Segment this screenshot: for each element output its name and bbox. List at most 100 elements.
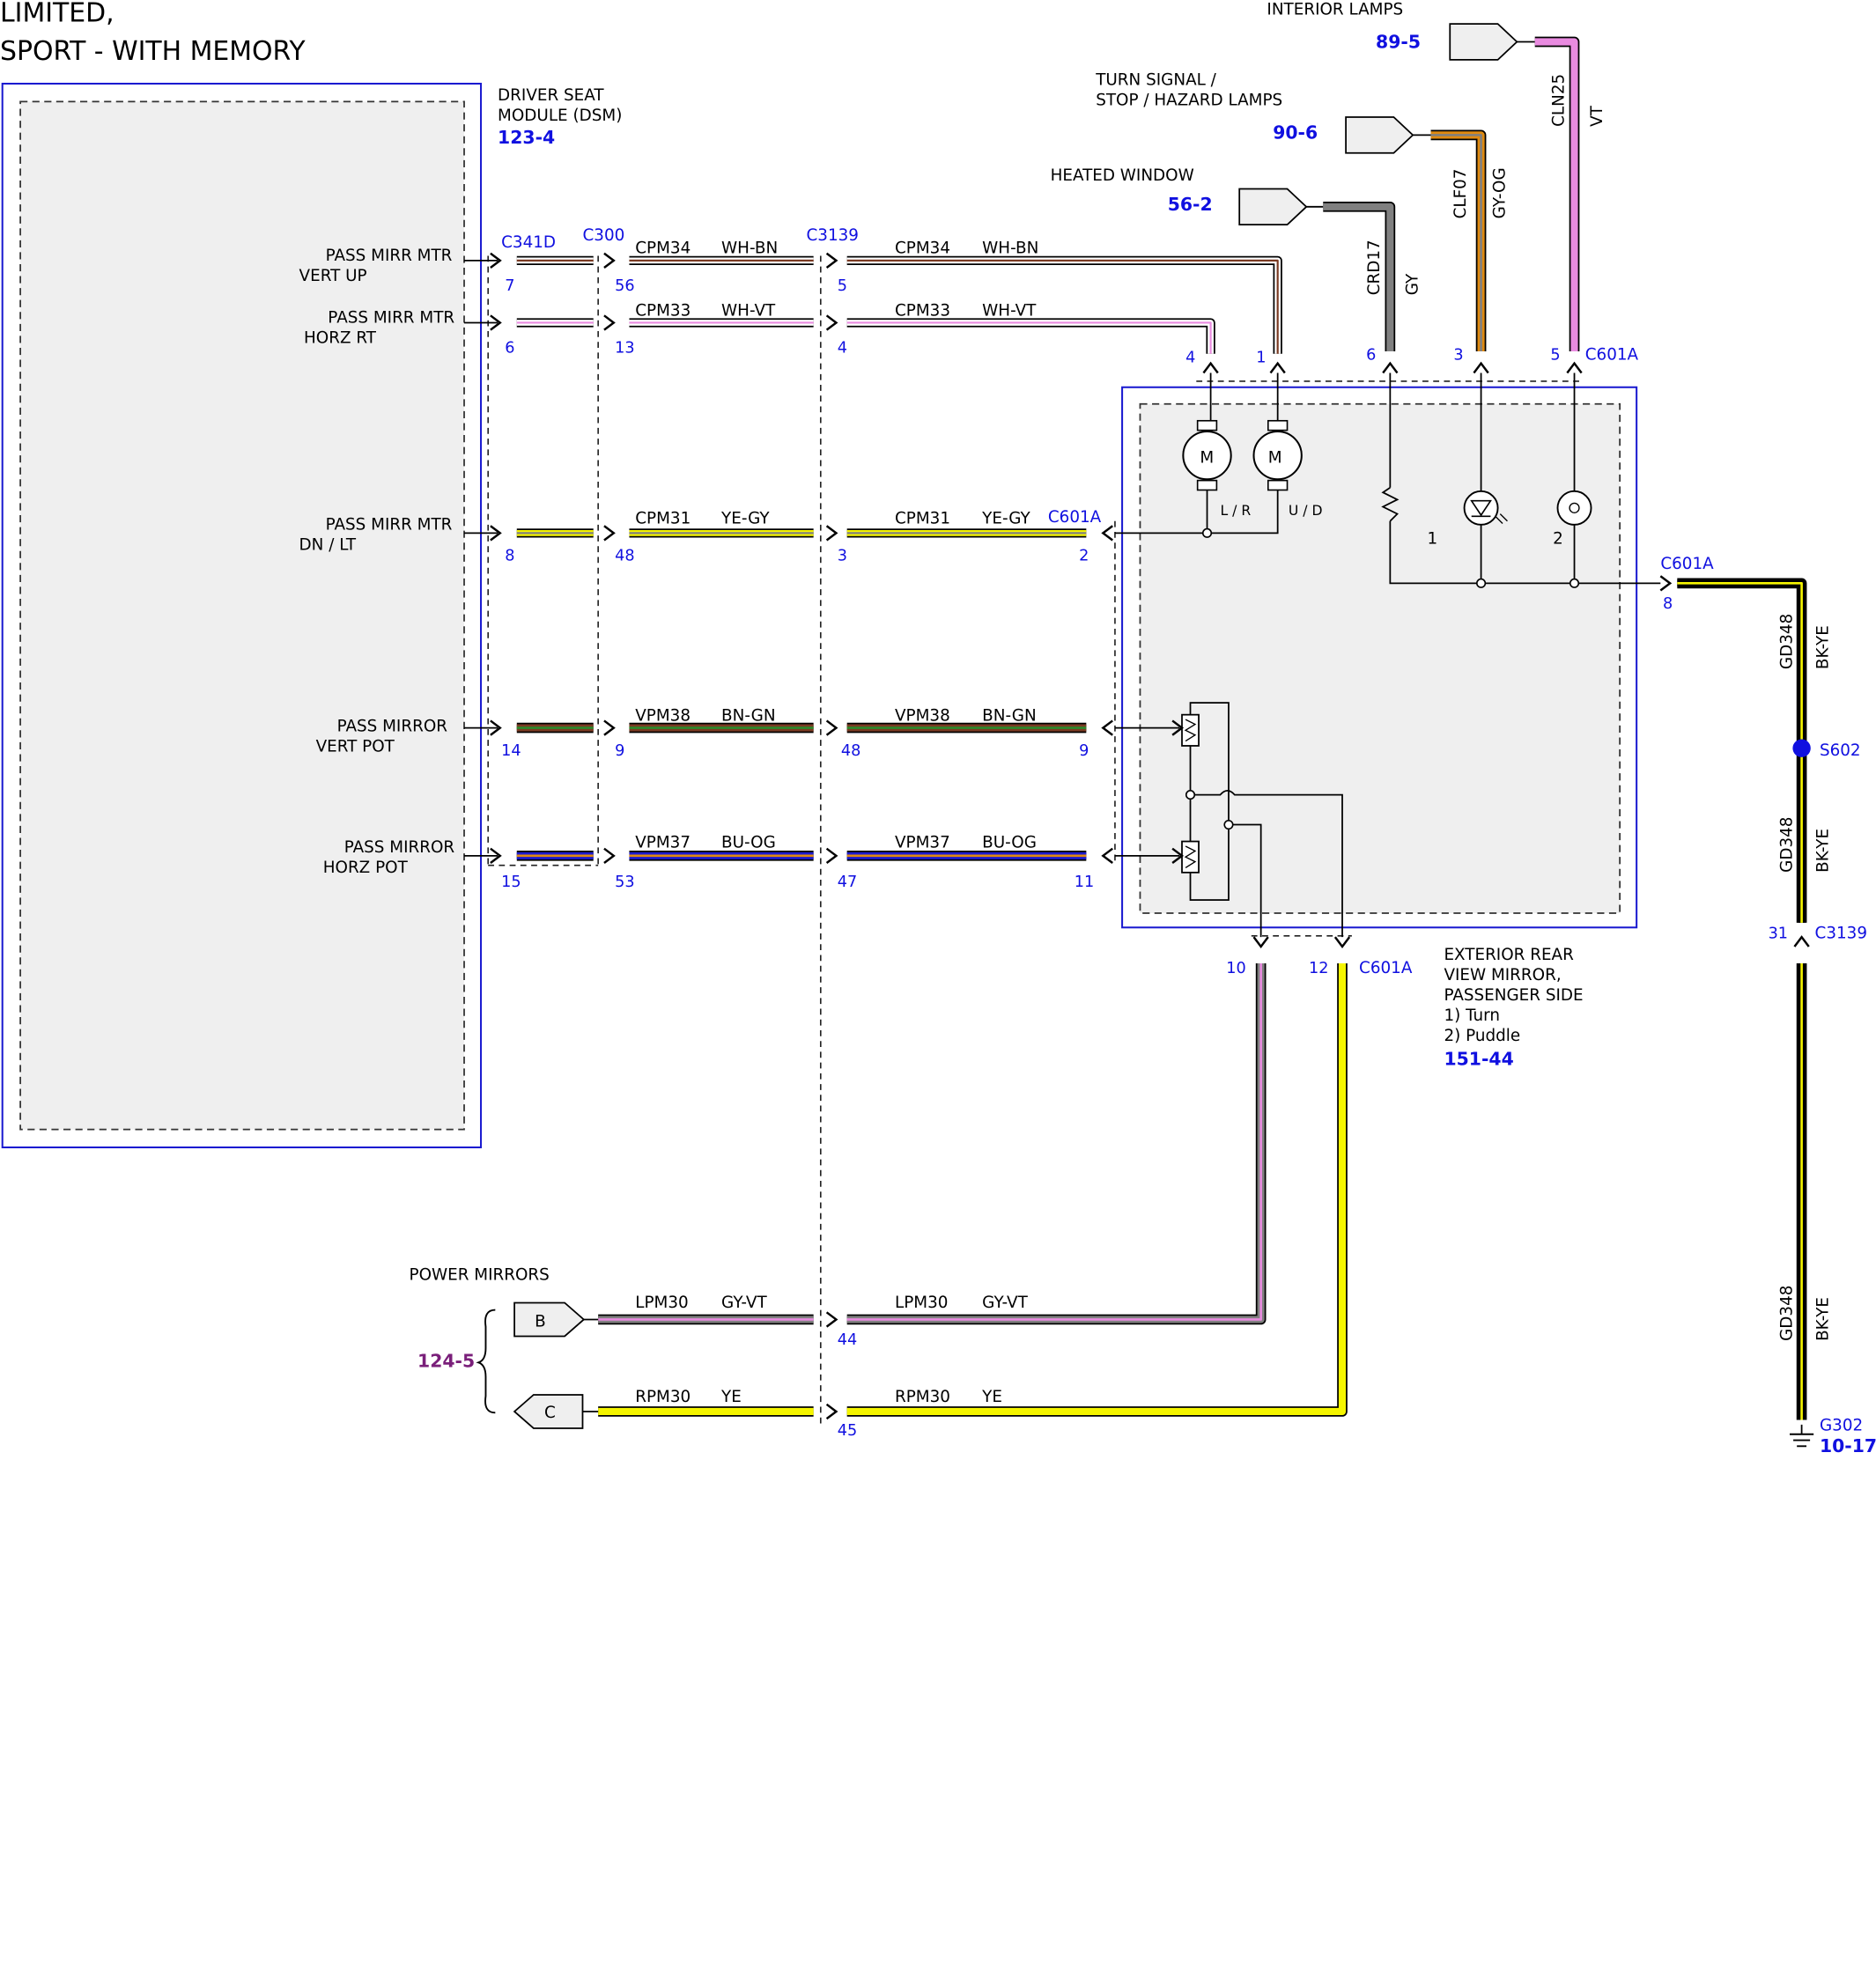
diagram-title-line1: LIMITED, [0,0,114,28]
ground-icon [1790,1433,1814,1448]
circuit-color: GY-VT [721,1294,767,1312]
pin-number: 56 [615,277,634,295]
feed-turn-signal-label-line2: STOP / HAZARD LAMPS [1096,91,1282,109]
connector-arrow [1171,719,1185,736]
mirror-ref[interactable]: 151-44 [1444,1048,1513,1069]
mirror-label-line5: 2) Puddle [1444,1027,1520,1045]
connector-c3139: C3139 [806,226,858,245]
pin-function-label: VERT UP [299,267,367,285]
circuit-color: GY-VT [982,1294,1028,1312]
circuit-color: BK-YE [1813,625,1832,669]
connector-c601a-bottom: C601A [1359,959,1413,977]
pin-number: 8 [505,548,514,565]
circuit-color: GY-OG [1491,167,1510,218]
ground-circuit-labels: GD348 BK-YE GD348 BK-YE GD348 BK-YE [1778,614,1833,1341]
motor-ud-label: M [1268,448,1282,467]
motor-ud-icon [1252,430,1303,481]
ground-g302: G302 [1820,1417,1863,1435]
circuit-id: CPM31 [635,510,691,528]
circuit-id: VPM38 [895,706,950,725]
motor-ud-cap [1267,419,1289,431]
connector-arrow [1793,935,1810,947]
power-mirrors-ref[interactable]: 124-5 [417,1351,475,1372]
circuit-color: GY [1404,273,1422,295]
wire-lpm30 [846,962,1267,1325]
pin-number: 6 [1366,347,1376,365]
circuit-color: BK-YE [1813,1297,1832,1341]
interior-lamps-connector [1449,23,1518,61]
led-rays-icon [1495,513,1508,524]
pot-zigzag-icon [1184,845,1197,868]
heated-window-connector [1238,188,1308,226]
connector-arrow [603,525,616,542]
connector-c300: C300 [582,226,624,245]
circuit-id: GD348 [1778,817,1797,873]
connector-arrow [1202,361,1219,374]
connector-arrow [603,314,616,331]
pin-numbers: 7 56 5 6 13 4 8 48 3 2 14 9 48 9 15 53 4… [501,277,1788,1440]
connector-arrow [825,1311,838,1328]
pin-number: 9 [1079,742,1089,760]
circuit-id: CRD17 [1365,240,1384,295]
connector-arrow [1269,361,1286,374]
feed-heated-window-label: HEATED WINDOW [1051,166,1194,185]
pin-function-label: PASS MIRR MTR [326,247,453,265]
wire-clf07 [1430,129,1487,352]
wire-layer [464,23,1814,1448]
circuit-color: BU-OG [721,833,776,852]
power-mirror-circuit-labels: LPM30 GY-VT LPM30 GY-VT RPM30 YE RPM30 Y… [635,1294,1028,1406]
pin-number: 44 [838,1331,857,1349]
led-triangle-icon [1470,499,1492,517]
circuit-color: YE-GY [981,510,1030,528]
circuit-color: YE [720,1388,742,1406]
wire-lpm30 [846,962,1262,1321]
connector-arrow [825,719,838,736]
feed-interior-lamps-ref[interactable]: 89-5 [1376,31,1421,52]
junction-dot [1569,578,1580,588]
feed-heated-window-ref[interactable]: 56-2 [1168,194,1213,215]
brace-icon [476,1309,496,1414]
motor-ud-caption: U / D [1289,503,1323,519]
connector-letter-c: C [544,1404,556,1422]
wire-cln25 [1534,38,1578,352]
junction-dot [1476,578,1487,588]
circuit-id: LPM30 [635,1294,688,1312]
circuit-color: BK-YE [1813,829,1832,873]
wire-clf07 [1430,131,1485,352]
circuit-id: CLF07 [1451,169,1470,219]
ground-ref[interactable]: 10-17 [1820,1435,1876,1456]
circuit-color: YE-GY [720,510,770,528]
circuit-color: YE [981,1388,1002,1406]
lamp-1-label: 1 [1427,530,1437,549]
pin-number: 5 [838,277,847,295]
connector-arrow [825,314,838,331]
circuit-id: CPM33 [635,301,691,320]
connector-arrow [490,314,502,331]
pin-number: 4 [838,339,847,357]
connector-c [513,1394,584,1429]
circuit-color: WH-BN [721,240,778,258]
connector-c601a-top: C601A [1585,346,1639,365]
circuit-id: VPM37 [895,833,950,852]
feed-turn-signal-ref[interactable]: 90-6 [1273,122,1318,143]
connector-arrow [1566,361,1583,374]
wire-rpm30 [846,962,1347,1416]
connector-arrow [1659,575,1673,592]
motor-lr-label: M [1200,448,1214,467]
diagram-title-line2: SPORT - WITH MEMORY [0,36,306,67]
circuit-color: BN-GN [721,706,776,725]
connector-arrow [1382,361,1399,374]
pin-number: 13 [615,339,634,357]
pot-ref-line [1190,789,1343,938]
pin-number: 6 [505,339,514,357]
circuit-id: CLN25 [1549,74,1568,127]
circuit-color: VT [1588,105,1606,127]
dsm-ref[interactable]: 123-4 [498,127,555,148]
pin-function-label: VERT POT [316,738,395,756]
pot-zigzag-icon [1184,719,1197,742]
dsm-label-line2: MODULE (DSM) [498,107,622,125]
connector-arrow [490,847,502,864]
pin-number: 11 [1075,874,1094,891]
wire-gd348 [1677,582,1803,923]
